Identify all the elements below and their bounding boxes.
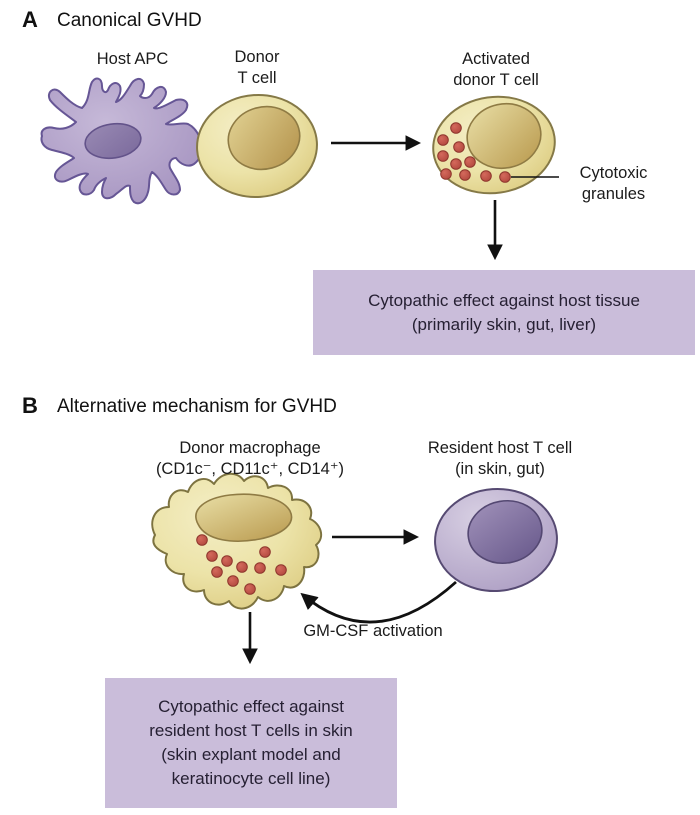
label-line: (skin explant model and [161,745,341,764]
donor-t-cell [196,93,318,199]
label-line: granules [581,185,646,203]
panel-b-title: Alternative mechanism for GVHD [57,396,337,417]
label-line: (CD1c⁻, CD11c⁺, CD14⁺) [155,460,345,478]
donor-t-cell-label: Donor T cell [207,47,307,89]
macrophage-granules [196,534,287,595]
gmcsf-feedback-arrow [300,580,457,624]
donor-macrophage-cell [151,472,323,610]
resident-t-cell-nucleus [467,500,543,564]
gmcsf-activation-label: GM-CSF activation [303,622,443,640]
host-apc-nucleus [84,122,142,160]
label-line: Cytopathic effect against host tissue [368,290,640,310]
resident-host-t-cell-label: Resident host T cell (in skin, gut) [400,438,600,480]
label-line: Donor macrophage [179,439,321,457]
activated-donor-t-cell [432,95,556,195]
macrophage-nucleus [195,493,293,542]
label-line: Activated [462,50,530,68]
host-apc-cell [40,77,203,205]
donor-macrophage-label: Donor macrophage (CD1c⁻, CD11c⁺, CD14⁺) [130,438,370,480]
panel-a-title: Canonical GVHD [57,10,202,31]
label-line: keratinocyte cell line) [171,769,331,788]
panel-b-letter: B [22,393,38,418]
cytotoxic-granules [437,122,511,183]
label-line: Cytotoxic [579,164,648,182]
host-apc-label: Host APC [96,50,169,68]
label-line: Donor [234,48,280,66]
label-line: Cytopathic effect against [158,697,344,716]
resident-host-t-cell [434,487,558,593]
label-line: (primarily skin, gut, liver) [411,314,597,334]
label-line: resident host T cells in skin [149,721,353,740]
label-line: donor T cell [453,71,539,89]
outcome-box-a: Cytopathic effect against host tissue (p… [313,270,695,355]
label-line: (in skin, gut) [455,460,545,478]
panel-a-letter: A [22,7,38,32]
activated-donor-t-cell-label: Activated donor T cell [424,49,568,91]
label-line: T cell [237,69,277,87]
donor-t-cell-nucleus [227,105,301,171]
outcome-box-b: Cytopathic effect against resident host … [105,678,397,808]
label-line: Resident host T cell [427,439,573,457]
activated-t-cell-nucleus [466,102,542,170]
cytotoxic-granules-label: Cytotoxic granules [561,163,666,205]
